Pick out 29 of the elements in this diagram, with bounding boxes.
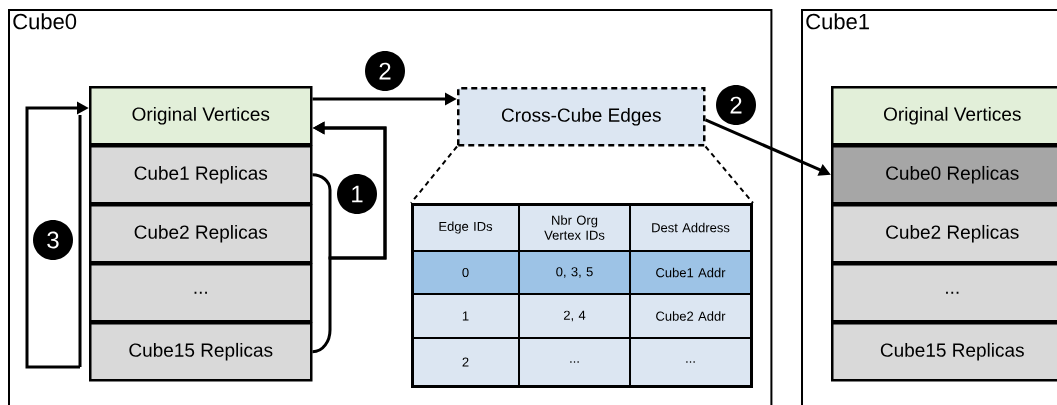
stack-cell: Cube0 Replicas: [831, 145, 1057, 205]
step-badge: 2: [365, 51, 405, 91]
step-badge: 2: [716, 85, 756, 125]
table-cell: 0: [411, 250, 520, 295]
table-cell: 2: [411, 337, 520, 387]
table-cell: Dest Address: [629, 203, 752, 252]
zoom-line: [704, 145, 754, 204]
stack-cell: Cube15 Replicas: [831, 322, 1057, 382]
stack-cell: ...: [831, 263, 1057, 323]
stack-cell: ...: [89, 263, 313, 323]
step-badge: 3: [33, 220, 73, 260]
table-frame: [411, 203, 753, 388]
stack-cell: Cube2 Replicas: [831, 204, 1057, 264]
dashed-box: Cross-Cube Edges: [457, 87, 706, 147]
stack-cell: Cube2 Replicas: [89, 204, 313, 264]
table-cell: Nbr Org Vertex IDs: [518, 203, 631, 252]
table-cell: Cube1 Addr: [629, 250, 752, 295]
table-cell: 0, 3, 5: [518, 250, 631, 295]
table-cell: ...: [629, 337, 752, 387]
table-cell: 1: [411, 293, 520, 339]
stack-cell: Original Vertices: [831, 86, 1057, 146]
table-cell: ...: [518, 337, 631, 387]
zoom-line: [410, 145, 458, 204]
step-badge: 1: [337, 174, 377, 214]
stack-cell: Cube1 Replicas: [89, 145, 313, 205]
table-cell: Cube2 Addr: [629, 293, 752, 339]
stack-cell: Cube15 Replicas: [89, 322, 313, 382]
table-cell: 2, 4: [518, 293, 631, 339]
stack-cell: Original Vertices: [89, 86, 313, 146]
